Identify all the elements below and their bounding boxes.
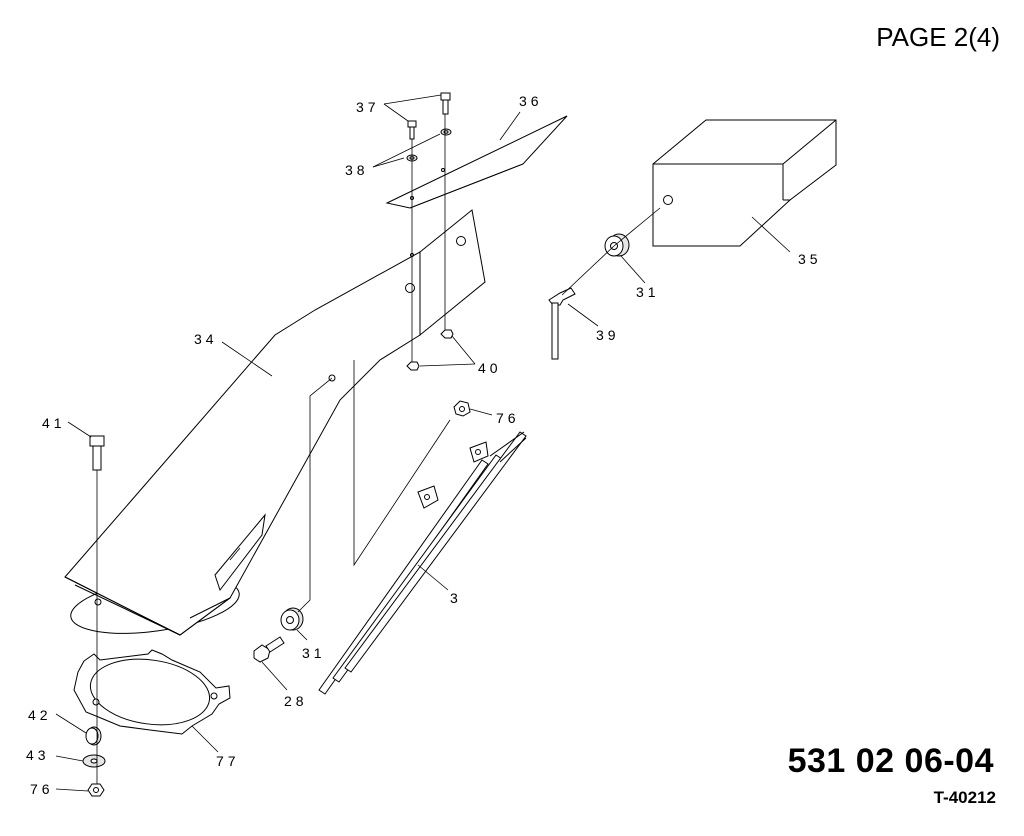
part-41-bolt <box>89 435 105 471</box>
callout-40: 40 <box>478 360 502 376</box>
part-39-hook-bolt <box>548 287 576 360</box>
part-37-bolt-right <box>440 92 451 115</box>
part-35-deflector-box <box>652 119 837 247</box>
part-28-bolt <box>253 636 285 663</box>
part-40-nut-upper <box>440 329 454 339</box>
part-77-gasket <box>73 649 231 735</box>
callout-28: 28 <box>284 693 308 709</box>
callout-leaders <box>55 94 791 792</box>
callout-31-top: 31 <box>636 284 660 300</box>
callout-39: 39 <box>596 327 620 343</box>
callout-76-top: 76 <box>496 410 520 426</box>
callout-35: 35 <box>798 251 822 267</box>
document-part-number: 531 02 06-04 <box>787 742 994 780</box>
page-label: PAGE 2(4) <box>876 22 1000 52</box>
callout-77: 77 <box>216 753 240 769</box>
callout-42: 42 <box>28 707 52 723</box>
callout-3: 3 <box>450 590 462 606</box>
part-40-nut-lower <box>406 361 420 371</box>
part-38-washer-right <box>440 128 452 136</box>
part-31-spacer-bottom <box>280 607 304 631</box>
part-34-discharge-chute <box>64 209 486 636</box>
callout-37: 37 <box>356 99 380 115</box>
part-36-cover-plate <box>385 115 568 209</box>
callout-76-bottom: 76 <box>30 781 54 797</box>
part-37-bolt-left <box>407 120 417 140</box>
part-43-washer <box>82 754 106 768</box>
callout-41: 41 <box>42 415 66 431</box>
part-3-rods <box>318 431 527 695</box>
part-76-nut-top <box>453 400 471 417</box>
part-42-spacer <box>85 726 102 746</box>
callout-34: 34 <box>194 331 218 347</box>
callout-31-bottom: 31 <box>302 645 326 661</box>
callout-36: 36 <box>519 93 543 109</box>
callout-38: 38 <box>345 162 369 178</box>
part-76-nut-bottom <box>87 783 105 797</box>
callout-43: 43 <box>26 747 50 763</box>
assembly-lines <box>96 114 661 784</box>
drawing-id: T-40212 <box>933 788 996 807</box>
part-31-spacer-top <box>604 233 630 257</box>
